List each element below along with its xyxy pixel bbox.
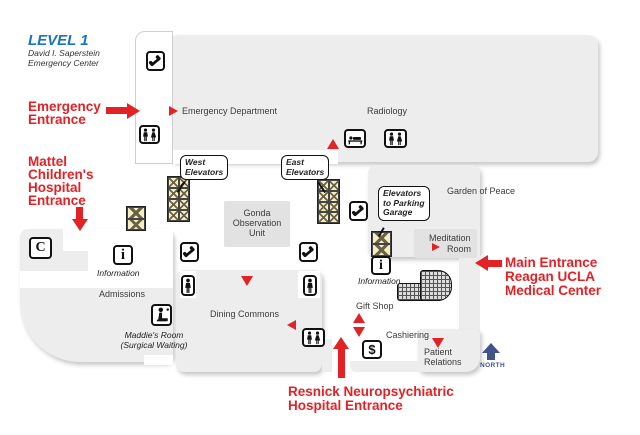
mattel-entrance-label-line3: Hospital [28, 180, 82, 195]
main-entrance-arrow [487, 259, 502, 267]
chapel-icon-letter: C [35, 240, 46, 255]
patient-relations-marker [432, 338, 444, 348]
phone-icon-emergency [146, 51, 165, 71]
dining-commons-label: Dining Commons [210, 309, 280, 319]
gonda-label-line3: Unit [248, 228, 265, 238]
meditation-room-marker [432, 243, 440, 251]
phone-icon-garden [349, 201, 368, 221]
east-elevators-callout-line2: Elevators [286, 166, 325, 177]
north-label: NORTH [480, 362, 506, 369]
parking-callout-line3: Garage [383, 207, 413, 217]
mattel-entrance-label-line2: Children's [28, 167, 94, 182]
west-elevators-callout-line1: West [185, 157, 206, 167]
level-title: LEVEL 1 [28, 32, 89, 49]
garden-of-peace-label: Garden of Peace [447, 186, 516, 196]
mattel-elevator-icon [126, 206, 146, 231]
emergency-entrance-label-line1: Emergency [28, 99, 101, 114]
surgical-waiting-icon [151, 304, 172, 326]
west-elevators-callout: West Elevators [180, 155, 229, 180]
facility-name-line1: David I. Saperstein [28, 48, 100, 58]
building-right-wing [459, 250, 480, 338]
north-arrow-stem [487, 352, 495, 360]
bottom-notch-cut [144, 355, 173, 365]
meditation-room-box [414, 229, 477, 258]
gift-shop-marker [353, 313, 365, 323]
parking-callout-line2: to Parking [383, 197, 425, 208]
emergency-department-label: Emergency Department [182, 106, 278, 116]
north-arrow-icon [482, 343, 500, 353]
main-entrance-arrow-head [475, 255, 488, 271]
mattel-entrance-label-line1: Mattel [28, 154, 68, 169]
parking-elevators-icon [371, 231, 392, 257]
radiology-label: Radiology [367, 106, 408, 116]
meditation-room-label-line2: Room [447, 244, 472, 254]
radiology-corridor-marker [327, 139, 339, 149]
mattel-entrance-label-line4: Entrance [28, 193, 86, 208]
building-patient-relations [418, 329, 480, 372]
information-icon-east: i [371, 256, 391, 275]
parking-callout-line1: Elevators [383, 188, 422, 198]
dining-side-marker [287, 320, 296, 330]
patient-relations-label-line2: Relations [424, 357, 462, 367]
gonda-label-line1: Gonda [243, 208, 271, 218]
building-dining-commons [176, 270, 322, 372]
admissions-label: Admissions [99, 289, 146, 299]
west-elevators-icon [167, 176, 190, 222]
east-elevators-callout: East Elevators [281, 155, 330, 180]
restroom-icon-radiology [384, 129, 407, 148]
information-icon-letter-west: i [120, 246, 126, 263]
phone-icon-gonda-west [180, 242, 199, 262]
chapel-icon: C [29, 237, 52, 259]
mattel-entry-cut [63, 229, 88, 251]
gonda-label-line2: Observation [232, 218, 282, 228]
cashier-icon-symbol: $ [368, 342, 376, 357]
restroom-icon-corridor [139, 125, 160, 144]
dining-entry-marker [241, 276, 253, 286]
meditation-room-label-line1: Meditation [429, 233, 471, 243]
information-icon-west: i [113, 245, 133, 265]
east-elevators-callout-line1: East [286, 157, 304, 167]
building-emergency-radiology [168, 35, 598, 162]
emergency-entrance-arrow [106, 107, 128, 114]
main-entrance-label-line1: Main Entrance [505, 255, 598, 270]
restroom-icon-dining-west [181, 275, 195, 296]
information-label-west: Information [97, 268, 140, 278]
maddies-room-label-line2: (Surgical Waiting) [120, 340, 188, 350]
patient-relations-label-line1: Patient [424, 347, 453, 357]
cashiering-label: Cashiering [386, 330, 430, 340]
parking-elevators-callout: Elevators to Parking Garage [378, 186, 430, 221]
building-cashier-strip [350, 361, 425, 372]
restroom-icon-dining-east [303, 275, 317, 296]
maddies-room-label-line1: Maddie's Room [124, 330, 184, 340]
west-elevators-callout-line2: Elevators [185, 166, 224, 177]
cashier-icon: $ [362, 340, 382, 359]
resnick-entrance-arrow-head [333, 337, 349, 349]
information-label-east: Information [358, 276, 401, 286]
escalator-icon-upper [420, 270, 452, 301]
emergency-department-marker [169, 106, 178, 116]
emergency-entrance-arrow-head [127, 102, 140, 119]
mattel-entrance-arrow-head [71, 219, 88, 231]
patient-bed-icon-radiology [344, 129, 366, 148]
admissions-corridor-cut [20, 271, 173, 288]
restroom-icon-dining-south [302, 328, 325, 347]
cashiering-marker [353, 327, 365, 337]
resnick-entrance-label-line2: Hospital Entrance [288, 398, 403, 413]
gonda-observation-box [224, 201, 290, 247]
facility-name-line2: Emergency Center [28, 57, 99, 68]
mattel-entrance-arrow [76, 207, 83, 220]
gift-shop-label: Gift Shop [356, 301, 394, 311]
main-entrance-label-line3: Medical Center [505, 283, 602, 298]
information-icon-letter-east: i [379, 257, 383, 273]
phone-icon-gonda-east [299, 242, 318, 262]
resnick-entrance-arrow [337, 348, 345, 378]
main-entrance-label-line2: Reagan UCLA [505, 269, 596, 284]
resnick-entrance-label-line1: Resnick Neuropsychiatric [288, 384, 454, 399]
emergency-entrance-label-line2: Entrance [28, 112, 86, 127]
building-resnick-jamb [322, 339, 332, 372]
